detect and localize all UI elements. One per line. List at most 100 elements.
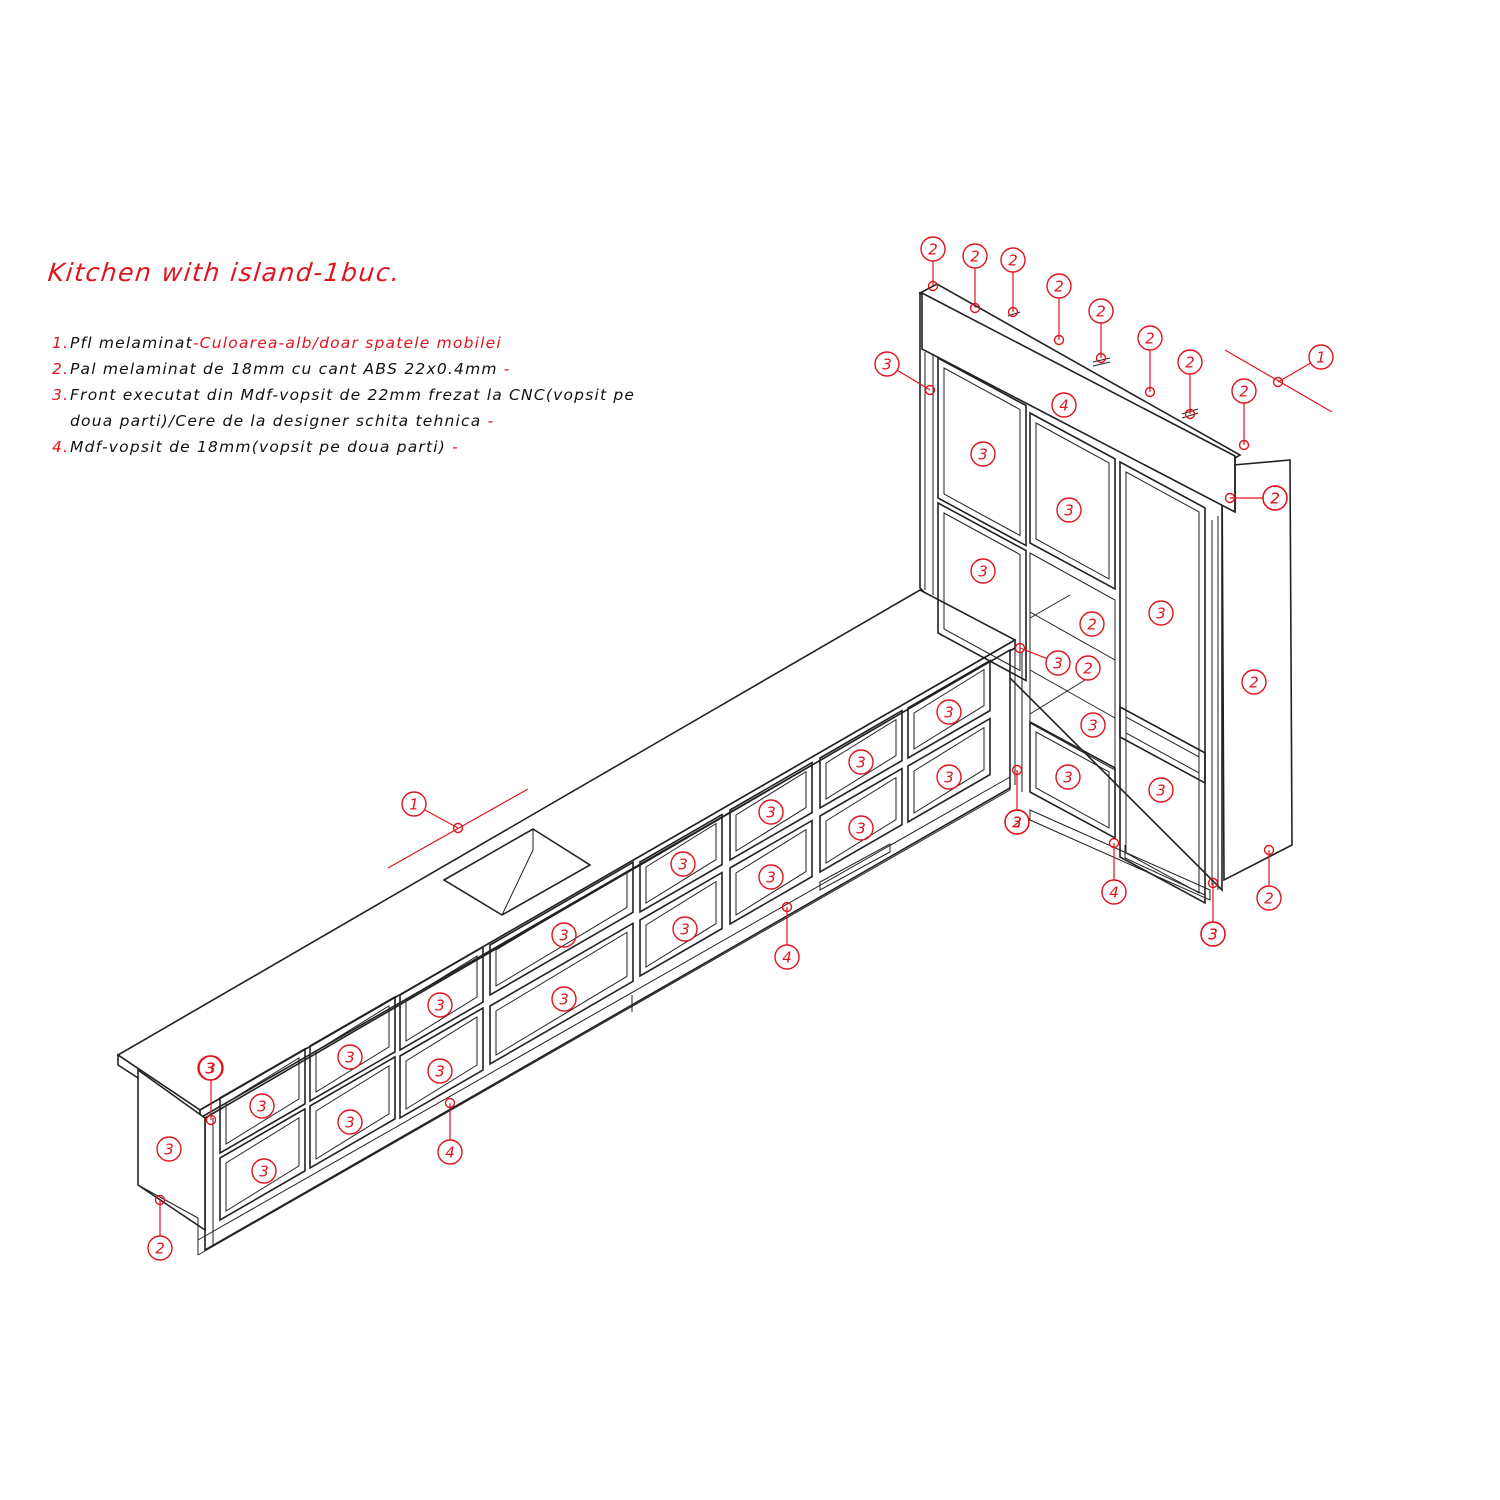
callout-4: 4 bbox=[774, 901, 800, 970]
callout-label: 4 bbox=[1109, 884, 1119, 902]
callout-anchor bbox=[1095, 352, 1107, 364]
callout-label: 3 bbox=[345, 1049, 355, 1067]
callout-circle bbox=[197, 1055, 223, 1081]
callout-leader bbox=[896, 369, 931, 391]
callout-3: 3 bbox=[156, 1136, 182, 1162]
callout-anchor bbox=[969, 302, 981, 314]
callout-3: 3 bbox=[970, 558, 996, 584]
legend-item-4: 4.Mdf-vopsit de 18mm(vopsit pe doua part… bbox=[52, 434, 652, 460]
callout-label: 3 bbox=[766, 804, 776, 822]
drawer-front bbox=[489, 860, 634, 997]
callout-circle bbox=[758, 799, 784, 825]
legend-item-3: 3.Front executat din Mdf-vopsit de 22mm … bbox=[52, 382, 652, 408]
callout-2: 2 bbox=[1075, 655, 1101, 681]
callout-circle bbox=[848, 815, 874, 841]
callout-3: 3 bbox=[936, 764, 962, 790]
drawer-front bbox=[819, 709, 903, 810]
callout-label: 3 bbox=[559, 927, 569, 945]
callout-3: 3 bbox=[249, 1093, 275, 1119]
callout-circle bbox=[1101, 879, 1127, 905]
callout-3: 3 bbox=[670, 851, 696, 877]
callout-3: 3 bbox=[1004, 809, 1030, 835]
door-front-frame bbox=[943, 367, 1021, 537]
callout-circle bbox=[1241, 669, 1267, 695]
sink-cutout bbox=[442, 828, 592, 916]
callout-1: 1 bbox=[401, 791, 464, 834]
callout-label: 3 bbox=[164, 1141, 174, 1159]
callout-label: 3 bbox=[435, 997, 445, 1015]
drawer-front-frame bbox=[735, 828, 807, 916]
callout-label: 3 bbox=[1064, 502, 1074, 520]
callout-label: 1 bbox=[409, 796, 419, 814]
drawer-front bbox=[907, 717, 991, 824]
callout-2: 2 bbox=[1262, 485, 1288, 511]
callout-circle bbox=[1148, 777, 1174, 803]
callout-circle bbox=[1055, 764, 1081, 790]
callout-anchor bbox=[1108, 837, 1120, 849]
callout-circle bbox=[936, 764, 962, 790]
callout-circle bbox=[1200, 921, 1226, 947]
drawer-front-frame bbox=[405, 1016, 478, 1110]
door-front-frame bbox=[1035, 731, 1110, 829]
callout-circle bbox=[848, 749, 874, 775]
cabinet-fronts bbox=[219, 356, 1206, 1222]
callout-label: 2 bbox=[1008, 252, 1018, 270]
callout-3: 3 bbox=[337, 1044, 363, 1070]
callout-label: 2 bbox=[1145, 330, 1155, 348]
callout-2: 2 bbox=[147, 1194, 173, 1261]
callout-label: 2 bbox=[1096, 303, 1106, 321]
callout-label: 3 bbox=[944, 769, 954, 787]
drawer-front bbox=[399, 1006, 484, 1120]
drawer-front bbox=[729, 819, 813, 926]
callout-circle bbox=[551, 986, 577, 1012]
callout-anchor bbox=[1011, 764, 1023, 776]
callout-3: 3 bbox=[848, 749, 874, 775]
drawer-front-frame bbox=[825, 776, 897, 864]
callout-circle bbox=[758, 864, 784, 890]
callout-anchor bbox=[444, 1097, 456, 1109]
drawer-front-frame bbox=[913, 668, 985, 750]
callout-3: 3 bbox=[1055, 764, 1081, 790]
door-front-frame bbox=[1125, 716, 1200, 894]
callout-anchor bbox=[1207, 877, 1219, 889]
drawer-front-frame bbox=[645, 880, 717, 968]
callout-label: 3 bbox=[944, 704, 954, 722]
base-run bbox=[116, 589, 1023, 1256]
callout-label: 3 bbox=[206, 1060, 216, 1078]
callout-circle bbox=[1148, 600, 1174, 626]
drawer-front bbox=[309, 1055, 396, 1170]
callout-label: 2 bbox=[1054, 278, 1064, 296]
callout-label: 3 bbox=[435, 1063, 445, 1081]
callout-label: 3 bbox=[205, 1060, 215, 1078]
callout-circle bbox=[427, 1058, 453, 1084]
callout-label: 2 bbox=[928, 241, 938, 259]
callout-label: 2 bbox=[970, 248, 980, 266]
base-end-panel bbox=[137, 1068, 206, 1232]
callout-circle bbox=[251, 1158, 277, 1184]
legend-number: 2. bbox=[52, 360, 70, 378]
callout-label: 3 bbox=[1063, 769, 1073, 787]
callout-circle bbox=[1051, 392, 1077, 418]
callout-anchor bbox=[1272, 376, 1284, 388]
callout-3: 3 bbox=[1148, 777, 1174, 803]
callout-label: 2 bbox=[1270, 490, 1280, 508]
callout-circle bbox=[1177, 349, 1203, 375]
drawer-front-frame bbox=[315, 1064, 390, 1160]
callout-anchor bbox=[927, 280, 939, 292]
legend-text: Front executat din Mdf-vopsit de 22mm fr… bbox=[70, 386, 636, 404]
callout-2: 2 bbox=[920, 236, 946, 292]
callout-circle bbox=[1000, 247, 1026, 273]
callout-label: 3 bbox=[345, 1114, 355, 1132]
callout-label: 4 bbox=[445, 1144, 455, 1162]
callout-label: 2 bbox=[155, 1240, 165, 1258]
drawer-front bbox=[219, 1107, 306, 1222]
legend-item-3-continued: doua parti)/Cere de la designer schita t… bbox=[52, 408, 652, 434]
callout-3: 3 bbox=[672, 916, 698, 942]
callout-leader bbox=[424, 809, 459, 829]
callout-label: 2 bbox=[1185, 354, 1195, 372]
callout-label: 2 bbox=[1239, 383, 1249, 401]
callout-4: 4 bbox=[437, 1097, 463, 1165]
door-front-frame bbox=[1035, 422, 1110, 580]
callout-leader bbox=[1277, 362, 1311, 383]
